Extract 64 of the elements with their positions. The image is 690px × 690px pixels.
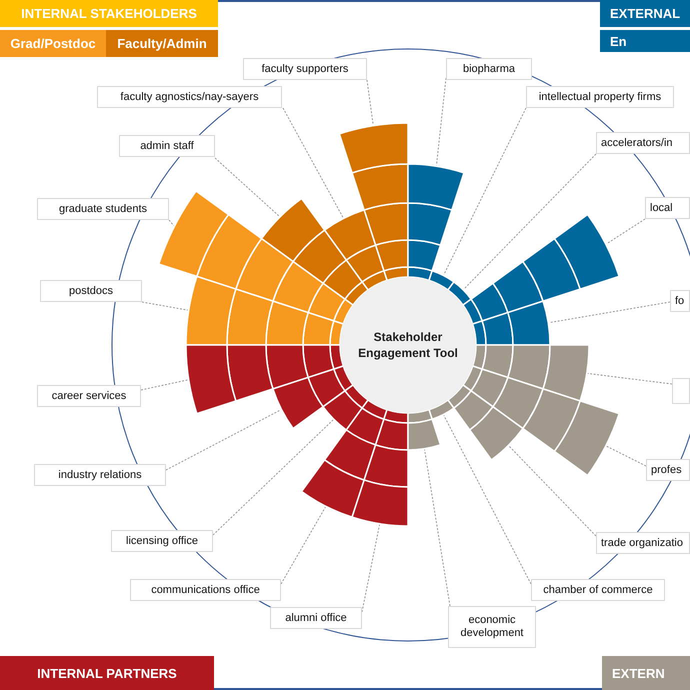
leader-line [282,108,344,218]
category-label: profes [646,459,690,481]
polar-bar [185,344,344,414]
polar-bar [351,408,409,527]
polar-bar [185,276,344,346]
category-label: accelerators/in [596,132,690,154]
legend-label: INTERNAL PARTNERS [37,666,177,680]
polar-bar [338,122,409,282]
leader-line [606,218,646,244]
category-label: industry relations [34,464,166,486]
legend-label: EXTERNAL [610,6,680,21]
leader-line [424,449,450,606]
leader-line [166,410,281,470]
leader-line [366,80,374,126]
category-label: biopharma [446,58,532,80]
legend-label: EXTERN [612,666,665,680]
category-label: postdocs [40,280,142,302]
legend-label: En [610,34,627,48]
polar-bar [300,399,388,518]
polar-bar [462,214,620,325]
leader-line [443,415,532,584]
category-label: faculty supporters [243,58,367,80]
polar-bar [407,408,442,451]
leader-line [212,420,334,536]
leader-line [508,446,596,536]
category-label: economic development [448,606,536,648]
category-label: graduate students [37,198,169,220]
legend-label: Grad/Postdoc [10,36,96,51]
category-label: career services [37,385,141,407]
category-label: trade organizatio [596,532,690,554]
leader-line [280,506,326,584]
polar-bar [472,300,551,346]
legend-label: Faculty/Admin [117,36,207,51]
center-title: Stakeholder Engagement Tool [357,329,459,361]
polar-bar [322,384,369,431]
leader-line [587,373,672,384]
polar-bar [407,163,465,282]
leader-line [548,302,670,324]
leader-line [436,78,446,166]
leader-line [463,154,596,290]
polar-bar [260,198,369,306]
category-label: local [645,197,690,219]
leader-line [443,108,526,275]
polar-bar [158,190,354,325]
category-label: fo [670,290,690,312]
legend-label: INTERNAL STAKEHOLDERS [21,6,197,21]
category-label: intellectual property firms [526,86,674,108]
category-label: alumni office [270,607,362,629]
polar-bar [324,209,388,291]
category-label: faculty agnostics/nay-sayers [97,86,282,108]
polar-bar [447,384,524,461]
polar-bar [472,344,590,402]
leader-line [168,220,174,226]
leader-line [214,158,280,217]
category-label: communications office [130,579,281,601]
leader-line [606,446,646,466]
polar-bar [462,365,620,476]
category-label: licensing office [111,530,213,552]
leader-line [140,379,188,390]
category-label: chamber of commerce [531,579,665,601]
label-box [672,378,690,404]
polar-bar [272,365,354,430]
category-label: admin staff [119,135,215,157]
leader-line [142,302,188,311]
